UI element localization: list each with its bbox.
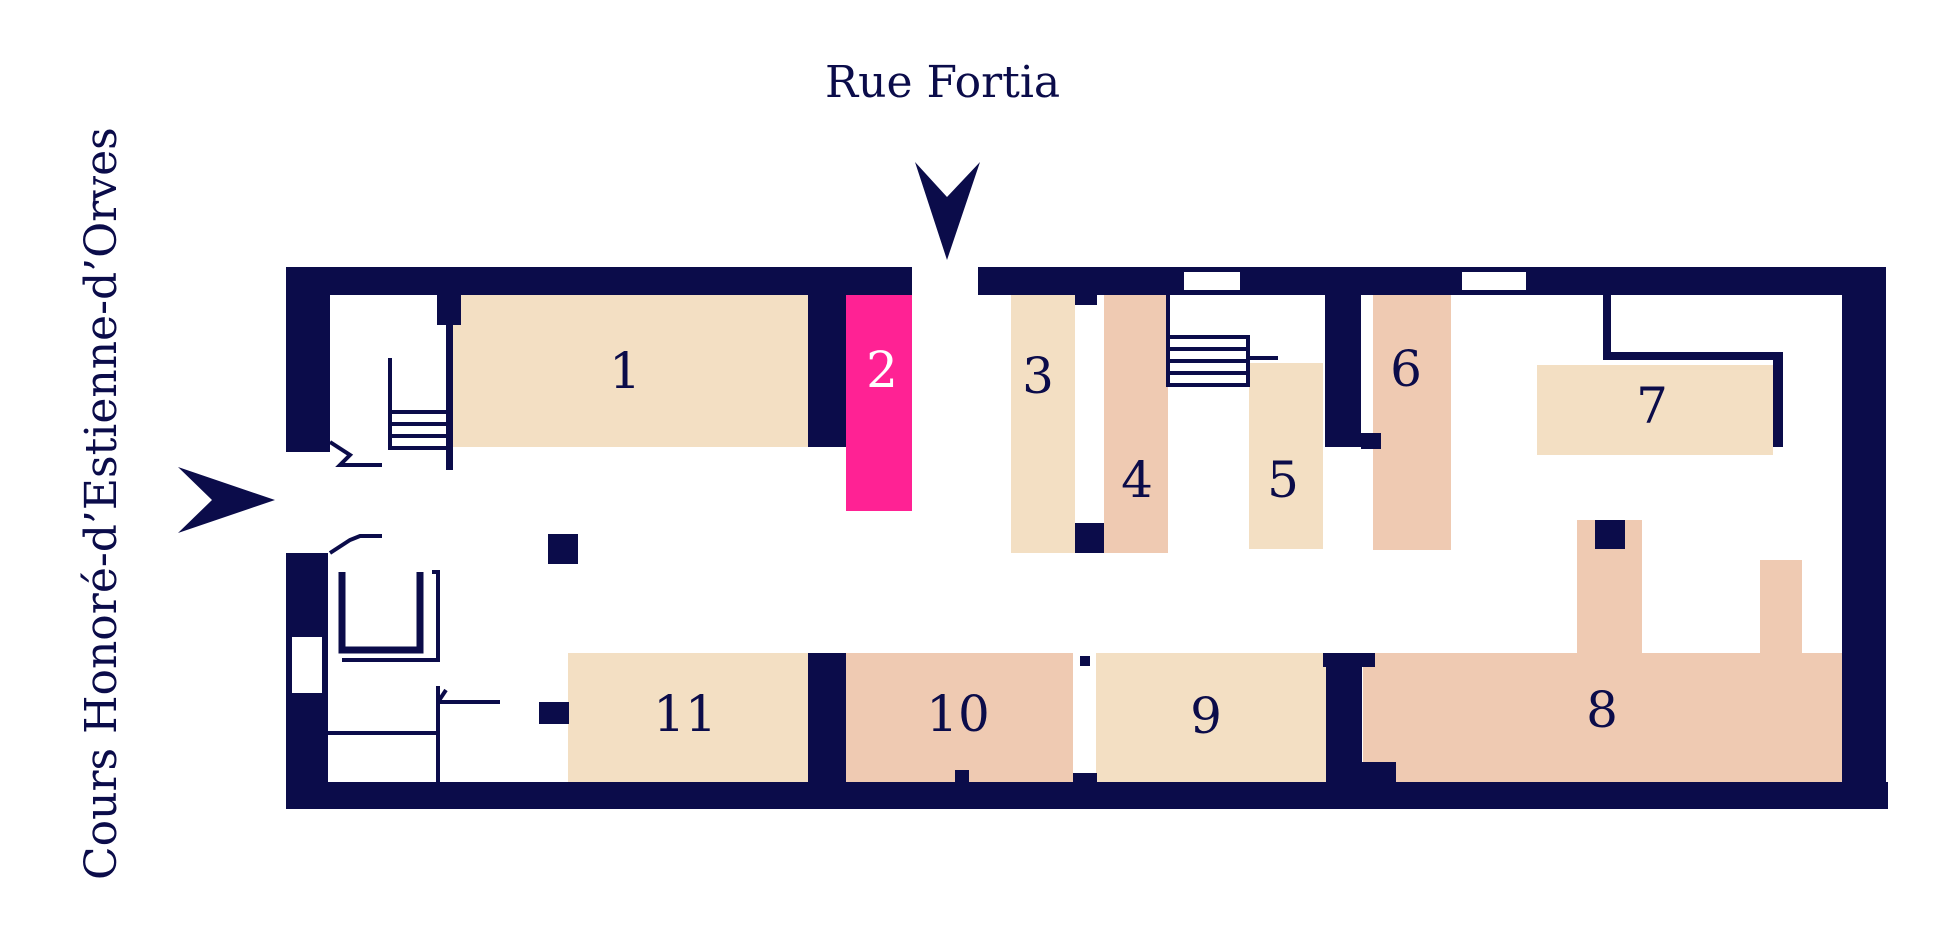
street-label-cours-honore: Cours Honoré-d’Estienne-d’Orves <box>76 127 127 880</box>
pillar-upper-mid <box>1325 295 1361 447</box>
door-upper-left <box>328 440 382 467</box>
room-6[interactable] <box>1373 295 1451 550</box>
column-square-room8 <box>1595 520 1625 549</box>
wall-top-right <box>978 267 1886 295</box>
pillar-room8-top <box>1323 653 1375 667</box>
room-2[interactable] <box>846 295 912 511</box>
windows-layer <box>292 272 1526 693</box>
fixture-cabinet-inner <box>342 570 440 662</box>
wall-left-upper <box>286 267 330 452</box>
partition-left-rod <box>446 320 453 470</box>
room-7-label: 7 <box>1636 377 1668 435</box>
room-1-label: 1 <box>609 342 641 400</box>
room-9[interactable] <box>1096 653 1326 782</box>
room-3[interactable] <box>1011 295 1075 553</box>
room-11[interactable] <box>568 653 808 782</box>
room-labels: 1 2 3 4 5 6 7 8 9 10 11 <box>609 340 1668 745</box>
fixtures-layer <box>328 295 1278 782</box>
window-2 <box>1462 272 1526 290</box>
room-9-label: 9 <box>1190 687 1222 745</box>
column-square-lobby <box>548 534 578 564</box>
room-3-label: 3 <box>1022 347 1054 405</box>
wall-top-left <box>286 267 912 295</box>
room-5[interactable] <box>1249 363 1323 549</box>
partition-room7-horizontal <box>1603 352 1783 360</box>
room-4-label: 4 <box>1121 451 1153 509</box>
wall-bottom <box>286 782 1888 809</box>
partition-lower-left-diag <box>436 688 448 704</box>
stair-middle <box>1166 295 1278 387</box>
street-label-rue-fortia: Rue Fortia <box>825 57 1060 108</box>
room-7[interactable] <box>1537 365 1773 455</box>
pillar-room1-2 <box>808 295 846 447</box>
room-2-label: 2 <box>866 341 898 399</box>
room-4[interactable] <box>1104 295 1168 553</box>
fixture-cabinet <box>338 572 424 654</box>
pillar-lower-room9-8 <box>1326 653 1362 782</box>
entrance-arrow-top <box>915 162 980 260</box>
room-11-label: 11 <box>653 685 717 743</box>
walls-layer <box>286 267 1888 809</box>
rooms-layer <box>452 295 1842 782</box>
room-10-label: 10 <box>926 685 990 743</box>
column-tiny <box>1080 656 1090 666</box>
window-1 <box>1184 272 1240 290</box>
partition-room7-side <box>1773 352 1783 447</box>
column-stub-room10 <box>955 770 969 782</box>
entrance-arrow-left <box>178 467 275 533</box>
stair-left <box>388 358 446 450</box>
column-stub-room3 <box>1075 295 1097 305</box>
pillar-room8-bottom <box>1360 762 1396 782</box>
column-stub-room6 <box>1361 433 1381 449</box>
room-8-label: 8 <box>1586 681 1618 739</box>
room-1[interactable] <box>452 295 808 447</box>
door-lower-left <box>328 534 382 555</box>
partition-room7-vertical <box>1603 295 1611 357</box>
column-stub-room9 <box>1073 773 1097 782</box>
window-left <box>292 637 322 693</box>
room-6-label: 6 <box>1390 340 1422 398</box>
room-5-label: 5 <box>1267 451 1299 509</box>
room-10[interactable] <box>846 653 1073 782</box>
column-square-room4 <box>1075 523 1104 553</box>
column-square-lower <box>539 702 569 724</box>
wall-right <box>1842 267 1886 809</box>
room-8[interactable] <box>1363 520 1842 782</box>
pillar-lower-room11-10 <box>808 653 846 782</box>
